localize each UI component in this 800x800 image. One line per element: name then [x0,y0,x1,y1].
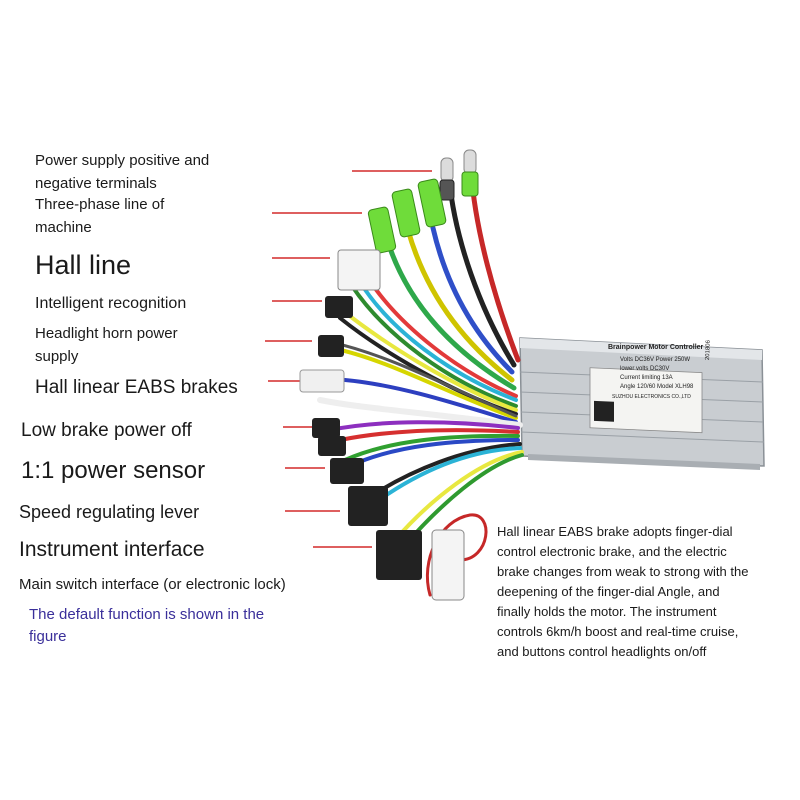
default-function-note: The default function is shown in the fig… [29,604,264,648]
plate-maker: SUZHOU ELECTRONICS CO.,LTD [612,394,691,400]
label-three-phase-1: Three-phase line of [35,196,165,213]
label-low-brake: Low brake power off [21,420,192,441]
label-power-supply-1: Power supply positive and [35,152,210,169]
label-headlight-1: Headlight horn power [35,325,178,342]
pointer-lines [265,170,432,548]
plate-specs-2: lower volts DC30V [620,366,670,372]
label-three-phase-2: machine [35,219,92,236]
low-brake-connector-2 [318,436,346,456]
eabs-connector [299,369,345,393]
plate-specs-1: Volts DC36V Power 250W [620,357,691,363]
sensor-connector [330,458,364,484]
default-note-line-2: figure [29,628,67,645]
connectors [299,149,479,601]
plate-title: Brainpower Motor Controller [608,344,704,351]
wire-harness [317,167,524,597]
label-hall-line: Hall line [35,250,132,280]
qr-code [594,400,614,422]
description-line-3: brake changes from weak to strong with t… [497,564,749,579]
bullet-connector-black [440,157,454,183]
low-brake-connector [312,418,340,438]
plate-specs-3: Current limiting 13A [620,375,673,381]
description-line-7: and buttons control headlights on/off [497,644,707,659]
description-line-1: Hall linear EABS brake adopts finger-dia… [497,524,733,539]
label-intelligent: Intelligent recognition [35,295,187,312]
eabs-description: Hall linear EABS brake adopts finger-dia… [497,522,787,662]
plate-date: 201806 [704,340,712,361]
main-switch-connector [431,529,465,601]
hall-connector [337,249,381,291]
phase-connector-green [367,206,397,254]
label-instrument: Instrument interface [19,538,205,561]
phase-connector-blue [417,178,447,228]
speed-connector [348,486,388,526]
phase-connector-yellow [391,188,421,238]
description-line-5: finally holds the motor. The instrument [497,604,717,619]
label-hall-linear: Hall linear EABS brakes [35,377,238,398]
default-note-line-1: The default function is shown in the [29,606,265,623]
plate-specs-4: Angle 120/60 Model XLH98 [620,384,694,390]
intelligent-connector [325,296,353,318]
label-speed-lever: Speed regulating lever [19,502,200,522]
description-line-4: deepening of the finger-dial Angle, and [497,584,720,599]
description-line-6: controls 6km/h boost and real-time cruis… [497,624,739,639]
description-line-2: control electronic brake, and the electr… [497,544,727,559]
bullet-connector-red [463,149,477,175]
controller-box [519,337,765,470]
label-power-sensor: 1:1 power sensor [21,457,206,484]
headlight-connector [318,335,344,357]
label-main-switch: Main switch interface (or electronic loc… [19,576,286,593]
instrument-connector [376,530,422,580]
label-power-supply-2: negative terminals [35,175,157,192]
label-headlight-2: supply [35,348,79,365]
